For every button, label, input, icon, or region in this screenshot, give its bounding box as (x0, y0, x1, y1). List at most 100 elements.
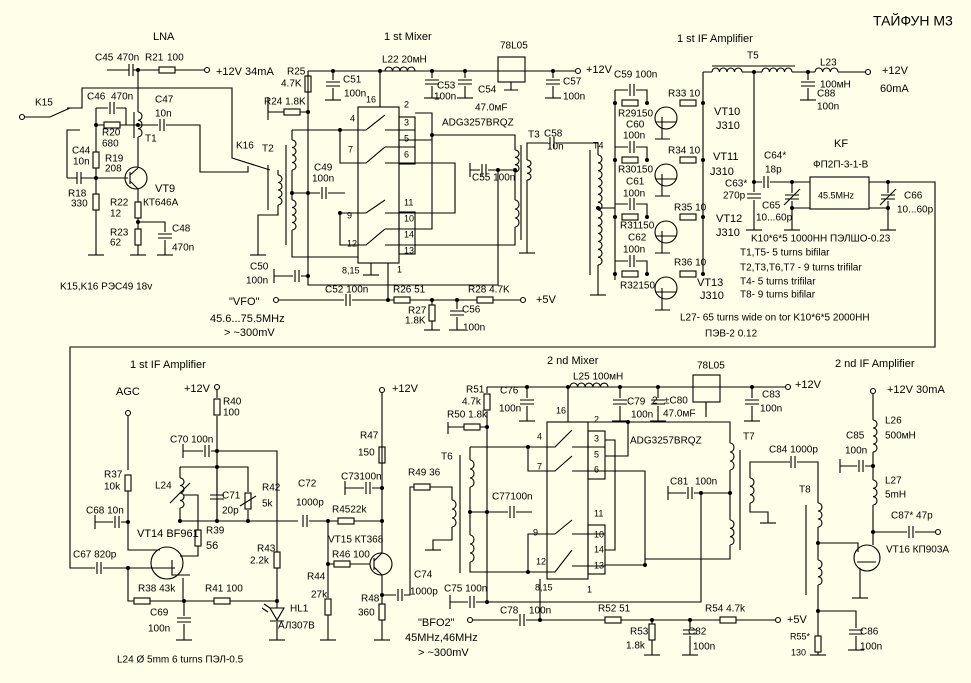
label-if_amp2-c84: C84 1000p (769, 445, 818, 456)
label-if_amp1b-r40_v: 100 (223, 408, 240, 419)
label-if_amp2-l26_v: 500мH (885, 431, 916, 442)
label-if_amp1-kf_freq: 45.5MHz (818, 190, 855, 200)
capacitor-symbol (747, 193, 761, 199)
ic-package (587, 430, 606, 480)
junction-dot (136, 68, 140, 72)
resistor-symbol (463, 423, 481, 431)
label-if_amp1-stages-3-r_drain: R36 10 (674, 258, 707, 269)
label-mixer1-pins-3: 3 (404, 117, 409, 127)
capacitor-symbol (801, 81, 815, 87)
resistor-symbol (124, 474, 132, 492)
wire (138, 124, 249, 173)
label-if_amp1b-r48: R48 (361, 594, 380, 605)
capacitor-symbol (397, 589, 403, 601)
junction-dot (326, 562, 330, 566)
terminal-pin (378, 386, 386, 394)
label-lna-c48: C48 (172, 224, 191, 235)
transistor-symbol (654, 163, 678, 187)
terminal-pin (124, 409, 132, 417)
transistor-symbol (654, 106, 678, 130)
capacitor-symbol (365, 482, 371, 494)
label-lna-t2: T2 (262, 144, 274, 155)
label-mixer1-pins-10: 14 (404, 229, 414, 239)
label-lna-r20_v: 680 (102, 139, 119, 150)
label-if_amp1-stages-0-vt: VT10 (714, 106, 740, 118)
label-notes-windings-3: T8- 9 turns bifilar (740, 290, 816, 301)
junction-dot (688, 618, 692, 622)
resistor-symbol (337, 517, 355, 525)
capacitor-symbol (450, 310, 464, 316)
junction-dot (701, 215, 705, 219)
label-lna-r22_v: 12 (110, 209, 122, 220)
label-mixer1-r27: R27 (408, 306, 427, 317)
junction-dot (566, 385, 570, 389)
wire (487, 493, 702, 603)
junction-dot (378, 69, 382, 73)
transistor-body (160, 560, 190, 576)
capacitor-symbol (210, 494, 224, 500)
label-mixer2-c79_v: 100n (631, 410, 653, 421)
wire (399, 162, 456, 214)
wire (385, 129, 415, 164)
resistor-symbol (273, 551, 281, 569)
transistor-symbol (654, 220, 678, 244)
junction-dot (380, 593, 384, 597)
capacitor-symbol (177, 617, 191, 623)
capacitor-symbol (629, 84, 635, 96)
resistor-symbol (134, 201, 142, 219)
wire (127, 416, 160, 551)
label-if_amp1b-c71: C71 (222, 491, 241, 502)
inductor-coil (817, 559, 823, 586)
label-if_amp1b-supply: +12V (184, 383, 211, 395)
label-if_amp2-r55_v: 130 (791, 647, 806, 657)
capacitor-symbol (908, 526, 914, 538)
label-if_amp1b-c67: C67 820p (73, 550, 117, 561)
label-if_amp1b-r42_v: 5k (262, 499, 274, 510)
ic-package (587, 524, 606, 575)
junction-dot (806, 70, 810, 74)
label-lna-k15: K15 (35, 98, 53, 109)
label-notes-l27: L27- 65 turns wide on tor K10*6*5 2000HH (680, 313, 870, 324)
junction-dot (513, 168, 517, 172)
label-mixer2-c83_v: 100n (760, 404, 782, 415)
label-lna-t1: T1 (145, 134, 157, 145)
label-if_amp1-c65_v: 10...60p (756, 213, 793, 224)
wire (526, 142, 599, 160)
inductor-coil (469, 534, 475, 563)
capacitor-symbol (858, 460, 864, 472)
label-mixer1-c55: C55 100n (472, 173, 515, 184)
label-if_amp1-stages-2-cap_v: 100n (623, 245, 645, 256)
junction-dot (526, 570, 530, 574)
wire (307, 71, 499, 286)
label-if_amp1-stages-1-cap_v: 100n (623, 189, 645, 200)
label-if_amp1-stages-0-r_drain: R33 10 (668, 89, 701, 100)
label-if_amp2-supply: +12V 30mA (887, 384, 945, 396)
wire (605, 439, 616, 551)
resistor-symbol (244, 492, 252, 510)
label-mixer2-chip: ADG3257BRQZ (630, 436, 702, 447)
junction-dot (613, 158, 617, 162)
label-lna-c46: C46 (87, 92, 106, 103)
resistor-symbol (194, 529, 202, 547)
label-lna-r21: R21 (145, 53, 164, 64)
capacitor-symbol (613, 399, 627, 405)
label-if_amp1b-r37_v: 10k (104, 482, 121, 493)
label-if_amp1-c63: C63* (725, 179, 747, 190)
junction-dot (485, 510, 489, 514)
wire (791, 182, 810, 230)
label-if_amp1b-c71_v: 20p (222, 506, 239, 517)
label-if_amp1-t5: T5 (747, 51, 759, 62)
label-mixer2-pins-0: 16 (556, 405, 566, 415)
capacitor-symbol (763, 176, 769, 188)
resistor-symbol (133, 597, 151, 605)
trimmer-arrow (879, 188, 897, 206)
label-mixer2-pins-13: 8,15 (535, 582, 553, 592)
label-if_amp1b-c69: C69 (150, 608, 169, 619)
terminal-pin (213, 383, 221, 391)
terminal-pin (574, 67, 582, 75)
label-if_amp2-l26: L26 (885, 416, 902, 427)
wire (180, 494, 199, 557)
label-if_amp1-stages-1-type: J310 (710, 166, 734, 178)
terminal-pin (774, 616, 782, 624)
transistor-symbol (150, 546, 184, 580)
